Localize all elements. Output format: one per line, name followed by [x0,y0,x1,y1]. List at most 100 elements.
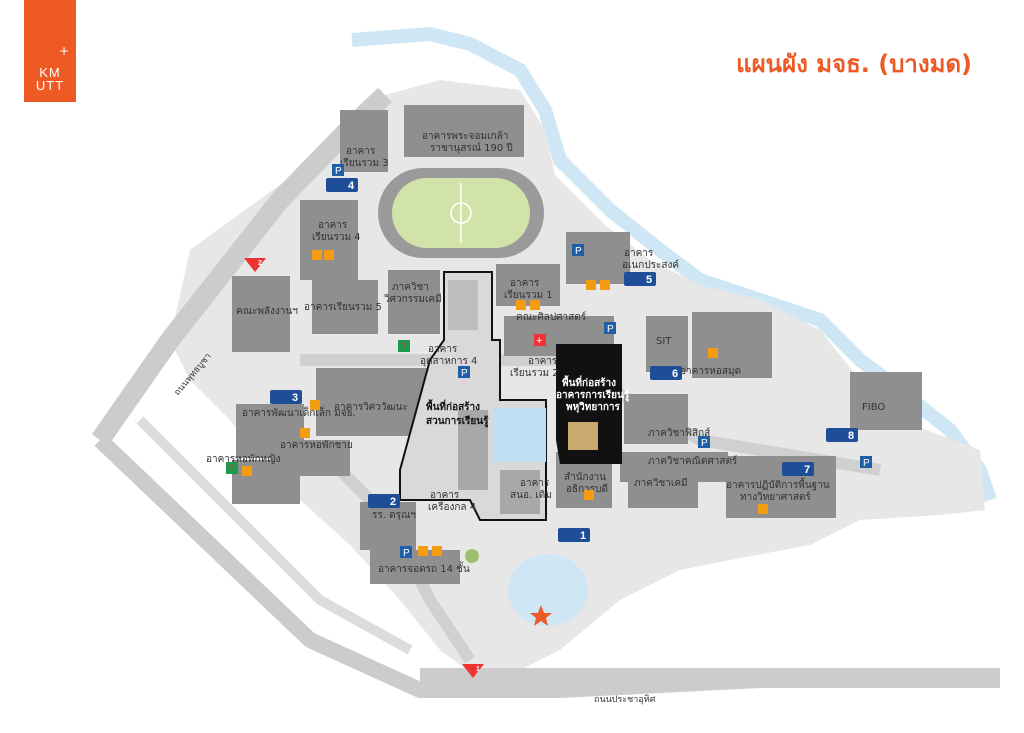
building-labels: อาคารพระจอมเกล้า ราชานุสรณ์ 190 ปี อาคาร… [173,130,886,705]
cafe-icon [310,400,320,410]
seven-eleven-icon: 7 [398,340,410,353]
building-phrachom[interactable] [404,105,524,157]
building-fibo[interactable] [850,372,922,430]
building-library[interactable] [692,312,772,378]
label-physics: ภาควิชาฟิสิกส์ [648,427,710,439]
bus-stop-8[interactable]: 8 [826,428,858,442]
label-construction-1: พื้นที่ก่อสร้าง [562,375,616,389]
bus-stop-1[interactable]: 1 [558,528,590,542]
building-rianruam1[interactable] [496,264,560,306]
parking-icons: P P P P P P P [332,164,872,559]
label-parking14: อาคารจอดรถ 14 ชั้น [378,561,470,575]
building-anek[interactable] [566,232,630,284]
gate-1-marker[interactable]: 1 [462,664,484,678]
seven-eleven-icons: 7 7 [226,340,410,475]
pond-center [494,408,546,462]
bus-stop-3[interactable]: 3 [270,390,302,404]
label-chem-eng-2: วิศวกรรมเคมี [384,293,442,305]
kmutt-logo: + KM UTT [24,0,76,102]
building-rianruam3[interactable] [340,110,388,172]
parking-icon: P [604,322,616,335]
svg-text:+: + [536,335,542,347]
building-sobor[interactable] [500,470,540,514]
seven-eleven-icon: 7 [226,462,238,475]
label-mech4-1: อาคาร [430,490,460,501]
building-rianruam4[interactable] [300,200,358,280]
label-rianruam3-1: อาคาร [346,146,376,157]
canal-north [351,26,997,503]
label-mech4-2: เครื่องกล 4 [428,499,476,513]
label-wiwat: อาคารวิศววัฒนะ [334,402,408,413]
parking-icon: P [332,164,344,177]
label-construction-3: พหุวิทยาการ [566,401,621,413]
building-energy[interactable] [232,276,290,352]
svg-text:3: 3 [292,392,298,404]
bus-stop-7[interactable]: 7 [782,462,814,476]
svg-text:P: P [403,548,410,559]
building-lab[interactable] [726,456,836,518]
logo-plus: + [58,44,69,58]
svg-text:6: 6 [672,368,678,380]
label-office-2: อธิการบดี [566,483,608,495]
building-school[interactable] [360,502,416,550]
building-sit[interactable] [646,316,688,372]
building-math[interactable] [620,452,728,482]
label-rianruam2-2: เรียนรวม 2 [510,367,559,379]
bus-stop-2[interactable]: 2 [368,494,400,508]
construction-building-icon [568,422,598,450]
svg-text:1: 1 [476,666,480,673]
label-sit: SIT [656,336,672,347]
building-industry4[interactable] [448,280,478,330]
building-parking14[interactable] [370,550,460,584]
svg-text:P: P [607,324,614,335]
label-rianruam1-2: เรียนรวม 1 [504,289,553,301]
label-sobor-2: สนอ. เดิม [510,490,552,501]
label-anek-2: อเนกประสงค์ [622,259,679,271]
parking-icon: P [572,244,584,257]
label-construction-2: อาคารการเรียนรู้ [556,389,630,402]
label-industry-1: อาคาร [428,344,458,355]
svg-text:8: 8 [848,430,854,442]
label-chem-eng-1: ภาควิชา [392,282,429,293]
svg-text:P: P [701,438,708,449]
logo-line-2: UTT [35,78,65,93]
label-industry-2: อุตสาหการ 4 [420,356,477,367]
label-road-pracha: ถนนประชาอุทิศ [594,694,656,705]
food-icon [586,280,596,290]
food-icon [516,300,526,310]
bus-stops: 1 2 3 4 5 6 7 8 [270,178,858,542]
bus-stop-6[interactable]: 6 [650,366,682,380]
building-chem-eng[interactable] [388,270,440,334]
svg-text:7: 7 [229,464,235,475]
label-rianruam4-2: เรียนรวม 4 [312,231,361,243]
label-rianruam4-1: อาคาร [318,220,348,231]
logo-line-1: KM [39,65,61,80]
fountain-icon [465,549,479,563]
cafe-icon [432,546,442,556]
food-icons [242,250,768,556]
building-wiwat[interactable] [316,368,428,436]
road-inner-sw [136,416,413,655]
first-aid-icon: + [534,334,546,347]
svg-text:2: 2 [258,260,262,267]
svg-text:7: 7 [804,464,810,476]
building-chem[interactable] [628,480,698,508]
cafe-icon [758,504,768,514]
bus-stop-5[interactable]: 5 [624,272,656,286]
svg-text:P: P [461,368,468,379]
star-landmark-icon [530,605,552,626]
label-men-dorm: อาคารหอพักชาย [280,440,353,451]
building-physics[interactable] [624,394,688,444]
label-energy: คณะพลังงานฯ [236,306,298,317]
cafe-icon [708,348,718,358]
building-mech4[interactable] [458,410,488,490]
parking-icon: P [860,456,872,469]
label-rianruam1-1: อาคาร [510,278,540,289]
label-arts: คณะศิลปศาสตร์ [516,311,587,323]
map-title: แผนผัง มจธ. (บางมด) [736,50,972,78]
gate-2-marker[interactable]: 2 [244,258,266,272]
label-phrachom-1: อาคารพระจอมเกล้า [422,130,508,142]
bus-stop-4[interactable]: 4 [326,178,358,192]
building-rianruam5[interactable] [312,280,378,334]
